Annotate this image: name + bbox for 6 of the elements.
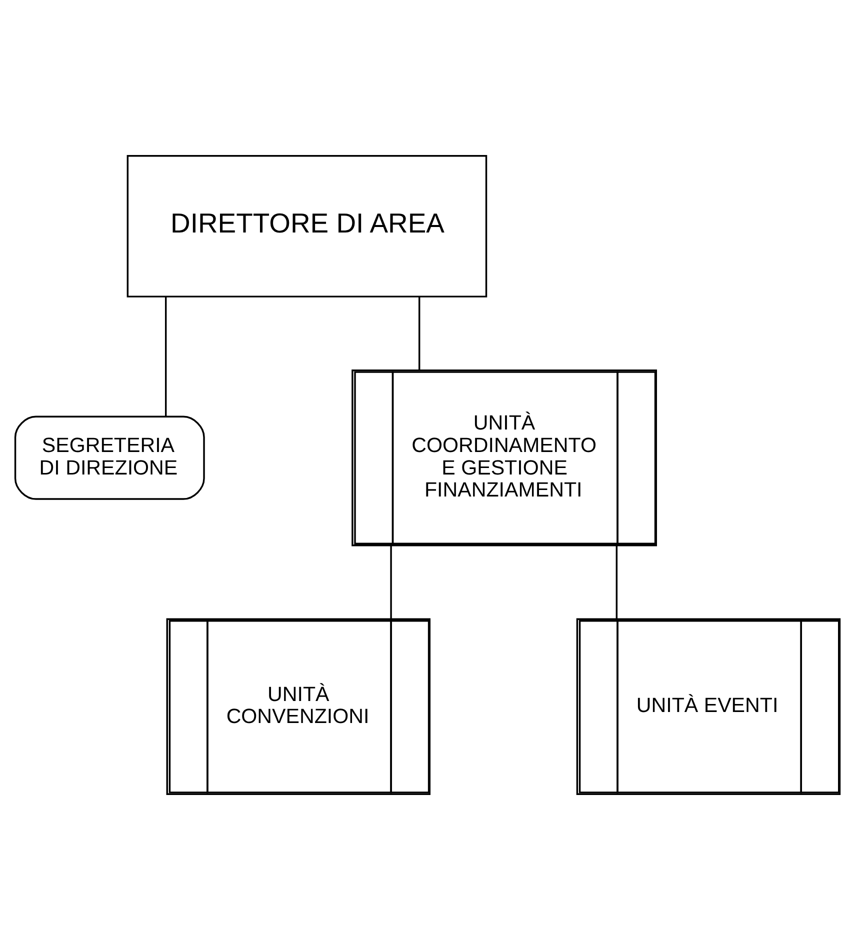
connector <box>390 545 392 618</box>
node-box: DIRETTORE DI AREA <box>126 154 488 297</box>
connector <box>164 296 167 416</box>
connector <box>418 296 420 370</box>
connector <box>616 545 618 618</box>
node-box: SEGRETERIA DI DIREZIONE <box>14 415 205 500</box>
